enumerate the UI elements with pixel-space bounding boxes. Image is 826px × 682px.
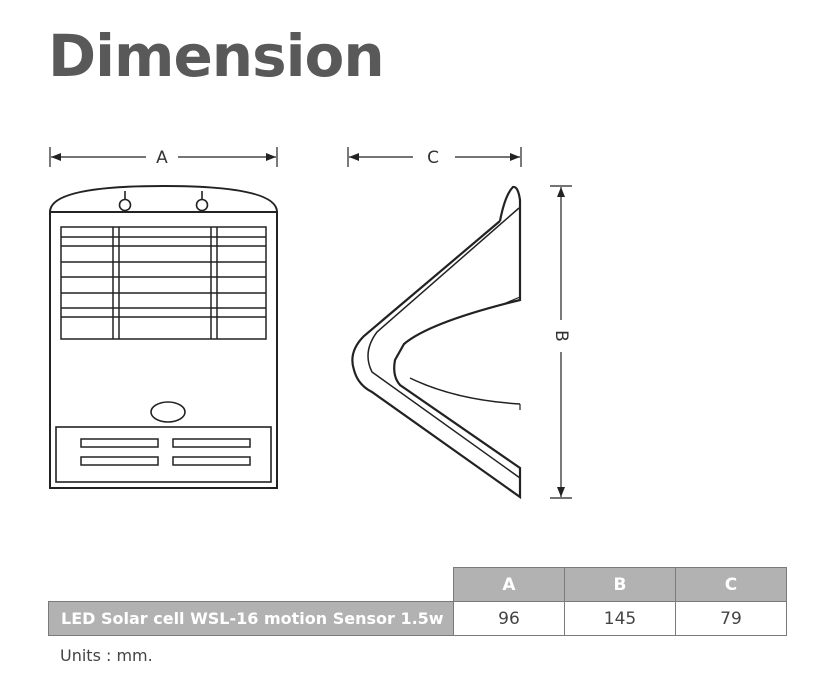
column-header-a: A bbox=[453, 567, 565, 602]
hook-right bbox=[195, 191, 209, 212]
table-corner-cell bbox=[49, 568, 454, 602]
dimension-a-line: A bbox=[49, 147, 278, 168]
value-c-cell: 79 bbox=[675, 601, 787, 636]
dimension-b-label: B bbox=[551, 330, 571, 342]
units-note: Units : mm. bbox=[60, 646, 153, 665]
dimension-table: A B C LED Solar cell WSL-16 motion Senso… bbox=[48, 567, 787, 636]
dimension-drawing: A C B bbox=[48, 147, 572, 500]
dimension-c-label: C bbox=[427, 148, 439, 168]
product-name-cell: LED Solar cell WSL-16 motion Sensor 1.5w bbox=[48, 601, 454, 636]
value-a-cell: 96 bbox=[453, 601, 565, 636]
page-title: Dimension bbox=[48, 22, 385, 90]
front-view bbox=[48, 184, 279, 489]
dimension-c-line: C bbox=[347, 147, 522, 168]
value-b-cell: 145 bbox=[564, 601, 676, 636]
column-header-b: B bbox=[564, 567, 676, 602]
dimension-a-label: A bbox=[156, 148, 168, 168]
solar-panel bbox=[60, 226, 267, 340]
side-view bbox=[351, 185, 522, 500]
table-header-row: A B C bbox=[49, 567, 787, 602]
led-panel bbox=[55, 426, 272, 483]
table-row: LED Solar cell WSL-16 motion Sensor 1.5w… bbox=[48, 601, 787, 636]
motion-sensor bbox=[150, 401, 186, 423]
dimension-b-line: B bbox=[550, 185, 572, 499]
hook-left bbox=[118, 191, 132, 212]
column-header-c: C bbox=[675, 567, 787, 602]
